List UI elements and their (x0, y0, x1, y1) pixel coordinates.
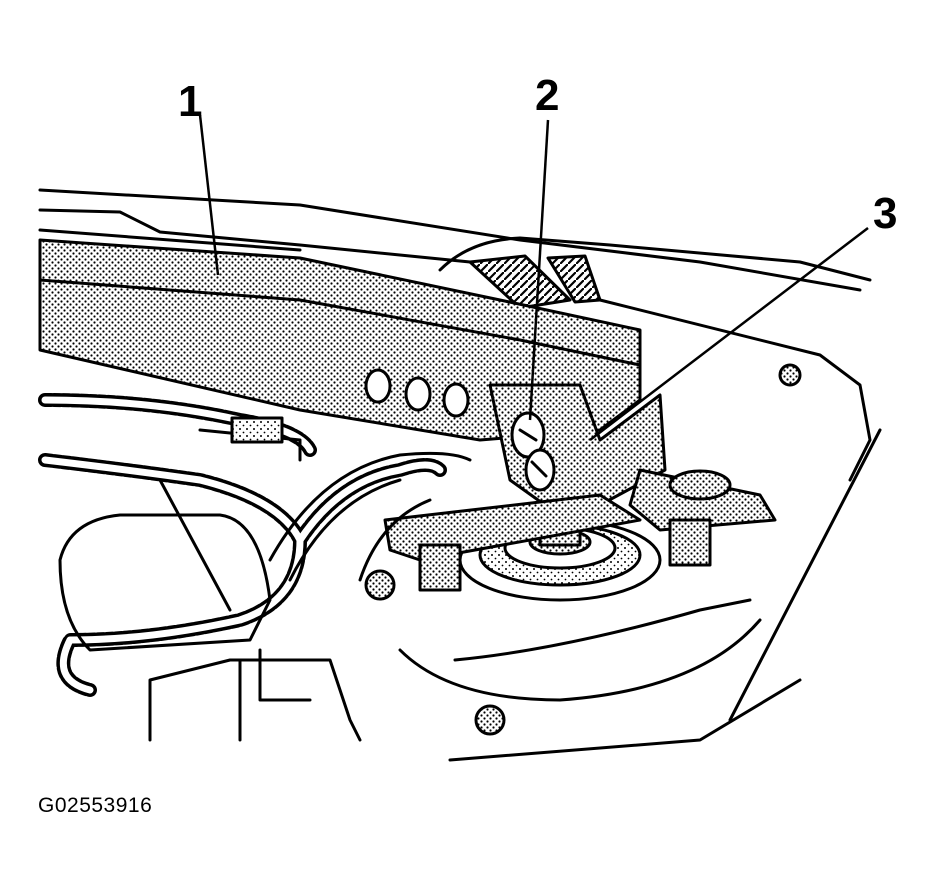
callout-1: 1 (178, 77, 203, 126)
cowl-grille (468, 254, 572, 310)
callout-3: 3 (873, 189, 898, 238)
fender-edge (728, 428, 882, 722)
coolant-reservoir (58, 513, 272, 652)
brace-hole (442, 382, 470, 418)
nut (474, 704, 506, 736)
leader-line-1 (198, 114, 220, 276)
strut-tower-inner (453, 598, 752, 662)
brace-arm-stud (668, 518, 712, 567)
strut-tower-outline (398, 618, 762, 702)
figure-code: G02553916 (38, 794, 153, 817)
leader-line-3 (589, 227, 869, 441)
nut (364, 569, 396, 601)
lower-component (148, 658, 362, 742)
cowl-grille-right (546, 254, 602, 304)
lower-component-detail (238, 648, 312, 742)
brace-arm-stud (418, 543, 462, 592)
leader-line-2 (528, 119, 550, 421)
hose-line (268, 451, 472, 562)
fender-edge-inner (448, 678, 802, 762)
callout-2: 2 (535, 71, 560, 120)
callout-leaders (198, 114, 869, 441)
hose-line (288, 478, 402, 582)
nut (778, 363, 802, 387)
hose-line (158, 478, 232, 612)
brace-hole (364, 368, 392, 404)
bracket-bolt-slot (518, 428, 548, 478)
stud-top (668, 469, 732, 501)
brace-hole (404, 376, 432, 412)
fender-outline (358, 498, 432, 582)
hose-clamp (230, 416, 284, 444)
wiring-harness-inner (41, 396, 444, 694)
windshield-cowl-outline (38, 188, 872, 482)
brace-bar-top-edge (38, 278, 642, 367)
